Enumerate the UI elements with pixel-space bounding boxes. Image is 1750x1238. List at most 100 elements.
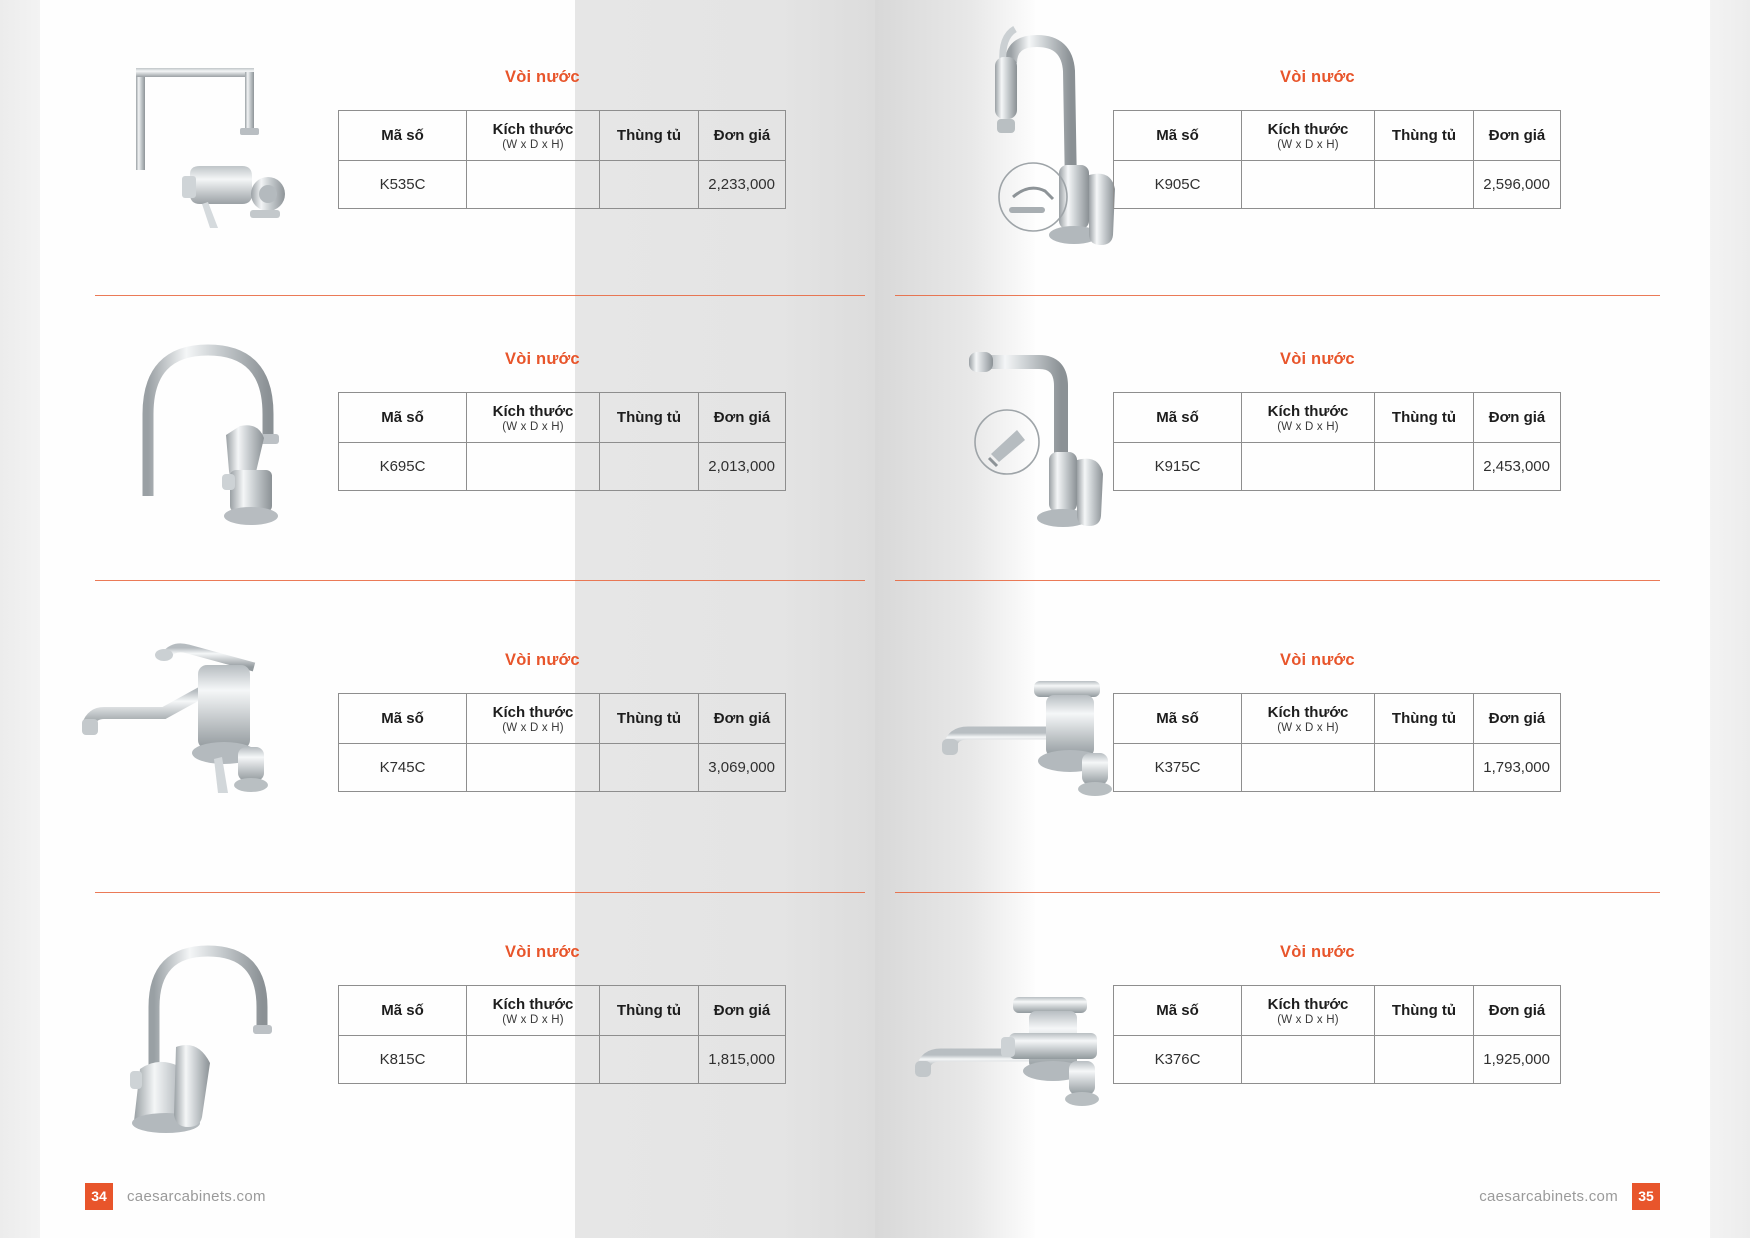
table-row: K376C 1,925,000 xyxy=(1113,1035,1561,1084)
product-entry: Vòi nước Mã số Kích thước (W x D x H) Th… xyxy=(875,593,1750,893)
header-price: Đơn giá xyxy=(698,985,786,1036)
page-footer-left: 34 caesarcabinets.com xyxy=(85,1182,266,1210)
faucet-deck-long-spout-icon xyxy=(930,623,1180,873)
cell-cabinet xyxy=(599,1035,699,1084)
product-entry: Vòi nước Mã số Kích thước (W x D x H) Th… xyxy=(875,885,1750,1180)
cell-cabinet xyxy=(1374,160,1474,209)
page-number-badge: 35 xyxy=(1632,1182,1660,1210)
page-number-badge: 34 xyxy=(85,1182,113,1210)
table-row: K375C 1,793,000 xyxy=(1113,743,1561,792)
spec-table: Mã số Kích thước (W x D x H) Thùng tủ Đơ… xyxy=(1113,693,1561,792)
header-size-sub: (W x D x H) xyxy=(1277,420,1339,433)
header-cabinet: Thùng tủ xyxy=(1374,392,1474,443)
cell-price: 2,596,000 xyxy=(1473,160,1561,209)
table-header-row: Mã số Kích thước (W x D x H) Thùng tủ Đơ… xyxy=(1113,392,1561,443)
page-edge-right xyxy=(1710,0,1750,1238)
header-size: Kích thước (W x D x H) xyxy=(1241,985,1375,1036)
cell-size xyxy=(1241,743,1375,792)
header-code: Mã số xyxy=(1113,693,1242,744)
row-divider xyxy=(895,295,1660,296)
header-code: Mã số xyxy=(338,110,467,161)
product-rows-left: Vòi nước Mã số Kích thước (W x D x H) Th… xyxy=(0,68,875,1180)
cell-size xyxy=(1241,1035,1375,1084)
header-size: Kích thước (W x D x H) xyxy=(1241,693,1375,744)
table-header-row: Mã số Kích thước (W x D x H) Thùng tủ Đơ… xyxy=(338,985,786,1036)
faucet-pullout-spray-icon xyxy=(945,302,1195,552)
product-title: Vòi nước xyxy=(1280,651,1355,669)
cell-code: K745C xyxy=(338,743,467,792)
cell-cabinet xyxy=(1374,1035,1474,1084)
cell-price: 3,069,000 xyxy=(698,743,786,792)
header-price: Đơn giá xyxy=(1473,693,1561,744)
faucet-curved-spout-icon xyxy=(110,895,360,1145)
header-size-label: Kích thước xyxy=(1267,402,1349,420)
header-size-label: Kích thước xyxy=(1267,995,1349,1013)
cell-code: K375C xyxy=(1113,743,1242,792)
header-size-sub: (W x D x H) xyxy=(502,1013,564,1026)
table-header-row: Mã số Kích thước (W x D x H) Thùng tủ Đơ… xyxy=(1113,110,1561,161)
product-entry: Vòi nước Mã số Kích thước (W x D x H) Th… xyxy=(0,885,875,1180)
product-rows-right: Vòi nước Mã số Kích thước (W x D x H) Th… xyxy=(875,0,1750,1238)
faucet-low-arc-lever-icon xyxy=(70,607,320,857)
spec-table: Mã số Kích thước (W x D x H) Thùng tủ Đơ… xyxy=(338,693,786,792)
header-price: Đơn giá xyxy=(1473,985,1561,1036)
product-title: Vòi nước xyxy=(505,350,580,368)
header-code: Mã số xyxy=(338,392,467,443)
cell-size xyxy=(466,442,600,491)
cell-cabinet xyxy=(599,442,699,491)
header-cabinet: Thùng tủ xyxy=(599,985,699,1036)
product-entry: Vòi nước Mã số Kích thước (W x D x H) Th… xyxy=(0,292,875,587)
table-row: K535C 2,233,000 xyxy=(338,160,786,209)
footer-site-url: caesarcabinets.com xyxy=(1479,1187,1618,1205)
product-entry: Vòi nước Mã số Kích thước (W x D x H) Th… xyxy=(875,10,1750,305)
table-header-row: Mã số Kích thước (W x D x H) Thùng tủ Đơ… xyxy=(338,693,786,744)
footer-site-url: caesarcabinets.com xyxy=(127,1187,266,1205)
cell-size xyxy=(466,160,600,209)
cell-code: K815C xyxy=(338,1035,467,1084)
table-row: K815C 1,815,000 xyxy=(338,1035,786,1084)
product-title: Vòi nước xyxy=(1280,68,1355,86)
catalog-page-34: Vòi nước Mã số Kích thước (W x D x H) Th… xyxy=(0,0,875,1238)
header-size-label: Kích thước xyxy=(492,995,574,1013)
header-price: Đơn giá xyxy=(1473,392,1561,443)
cell-price: 2,233,000 xyxy=(698,160,786,209)
header-cabinet: Thùng tủ xyxy=(599,392,699,443)
faucet-pulldown-spray-icon xyxy=(955,15,1205,265)
faucet-gooseneck-icon xyxy=(90,306,340,556)
header-size-sub: (W x D x H) xyxy=(502,420,564,433)
spec-table: Mã số Kích thước (W x D x H) Thùng tủ Đơ… xyxy=(1113,110,1561,209)
cell-code: K535C xyxy=(338,160,467,209)
cell-cabinet xyxy=(1374,442,1474,491)
table-header-row: Mã số Kích thước (W x D x H) Thùng tủ Đơ… xyxy=(338,392,786,443)
cell-code: K905C xyxy=(1113,160,1242,209)
product-title: Vòi nước xyxy=(505,943,580,961)
cell-size xyxy=(1241,442,1375,491)
header-size-label: Kích thước xyxy=(492,703,574,721)
header-size: Kích thước (W x D x H) xyxy=(1241,110,1375,161)
cell-price: 1,793,000 xyxy=(1473,743,1561,792)
row-divider xyxy=(95,295,865,296)
row-divider xyxy=(95,892,865,893)
spec-table: Mã số Kích thước (W x D x H) Thùng tủ Đơ… xyxy=(338,392,786,491)
header-code: Mã số xyxy=(1113,392,1242,443)
header-size-sub: (W x D x H) xyxy=(502,138,564,151)
cell-price: 1,925,000 xyxy=(1473,1035,1561,1084)
row-divider xyxy=(895,580,1660,581)
header-cabinet: Thùng tủ xyxy=(1374,985,1474,1036)
product-entry: Vòi nước Mã số Kích thước (W x D x H) Th… xyxy=(875,292,1750,587)
cell-size xyxy=(466,1035,600,1084)
header-cabinet: Thùng tủ xyxy=(599,693,699,744)
table-row: K915C 2,453,000 xyxy=(1113,442,1561,491)
header-size-sub: (W x D x H) xyxy=(1277,721,1339,734)
table-header-row: Mã số Kích thước (W x D x H) Thùng tủ Đơ… xyxy=(1113,693,1561,744)
product-entry: Vòi nước Mã số Kích thước (W x D x H) Th… xyxy=(0,593,875,893)
cell-size xyxy=(466,743,600,792)
row-divider xyxy=(895,892,1660,893)
page-footer-right: caesarcabinets.com 35 xyxy=(1479,1182,1660,1210)
cell-price: 1,815,000 xyxy=(698,1035,786,1084)
product-title: Vòi nước xyxy=(505,651,580,669)
spec-table: Mã số Kích thước (W x D x H) Thùng tủ Đơ… xyxy=(338,985,786,1084)
header-size-label: Kích thước xyxy=(1267,120,1349,138)
header-cabinet: Thùng tủ xyxy=(1374,110,1474,161)
